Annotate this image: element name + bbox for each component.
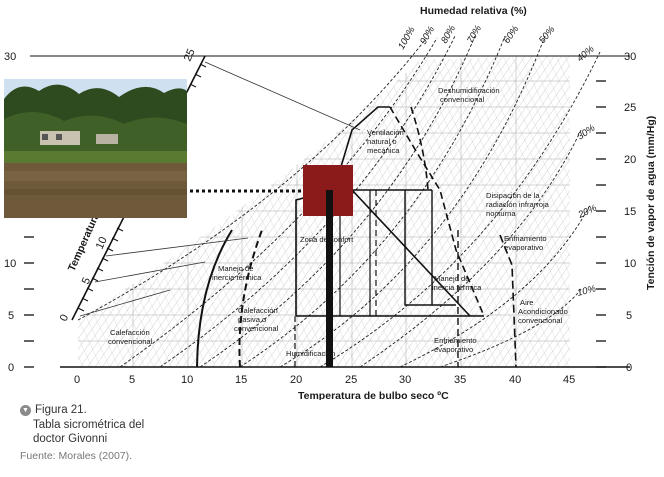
rh-axis-title: Humedad relativa (%) (420, 5, 527, 17)
y-right-tick: 0 (626, 362, 632, 374)
x-tick: 35 (454, 374, 466, 386)
zone-calef-pasiva: Calefacción (238, 306, 278, 315)
wetbulb-tick: 25 (182, 47, 198, 63)
rh-label: 30% (575, 122, 597, 142)
rh-label: 60% (501, 23, 521, 45)
y-right-ticks: 0 5 10 15 20 25 30 (624, 51, 636, 374)
x-tick: 45 (563, 374, 575, 386)
y-right-tick: 25 (624, 102, 636, 114)
axes (30, 55, 630, 368)
psychrometric-chart: Humedad relativa (%) Temperatura de bulb… (4, 5, 657, 400)
x-tick: 25 (345, 374, 357, 386)
humidification-bar (326, 190, 333, 367)
y-left-tick: 5 (8, 310, 14, 322)
zone-aire: convencional (518, 316, 563, 325)
y-right-tick: 10 (624, 258, 636, 270)
zone-calef-pasiva: pasiva o (238, 315, 266, 324)
zone-calef-conv: convencional (108, 337, 153, 346)
y-left-tick: 0 (8, 362, 14, 374)
y-left-tick: 30 (4, 51, 16, 63)
wetbulb-tick: 10 (94, 235, 110, 251)
rh-label: 10% (576, 283, 598, 299)
figure-description-line: doctor Givonni (33, 433, 108, 445)
y-axis-right-title: Tención de vapor de agua (mm/Hg) (645, 116, 657, 290)
zone-boundaries (196, 106, 517, 368)
rh-label: 100% (396, 24, 418, 51)
zone-humidificacion: Humidificación (286, 349, 335, 358)
y-right-tick: 15 (624, 206, 636, 218)
figure-caption: ▼ Figura 21. Tabla sicrométrica del doct… (20, 404, 220, 462)
rh-label: 70% (465, 23, 484, 45)
zone-manejo-left: Manejo de (218, 264, 253, 273)
rh-label: 40% (575, 43, 597, 64)
y-right-tick: 30 (624, 51, 636, 63)
x-tick: 20 (290, 374, 302, 386)
zone-manejo-right: inercia térmica (432, 283, 482, 292)
zone-ventilacion: mecánica (367, 146, 400, 155)
zone-deshumidificacion: Deshumidificación (438, 86, 500, 95)
x-tick: 15 (235, 374, 247, 386)
x-tick: 5 (129, 374, 135, 386)
rh-label: 50% (537, 24, 558, 46)
figure-description-line: Tabla sicrométrica del (33, 419, 145, 431)
zone-deshumidificacion: convencional (440, 95, 485, 104)
zone-aire: Acondicionado (518, 307, 568, 316)
wetbulb-tick: 0 (58, 313, 71, 323)
figure-bullet-icon: ▼ (20, 404, 31, 416)
zone-disipacion: Disipación de la (486, 191, 540, 200)
y-left-tick: 10 (4, 258, 16, 270)
x-axis-title: Temperatura de bulbo seco ºC (298, 390, 449, 400)
y-right-tick: 20 (624, 154, 636, 166)
zone-manejo-right: Manejo de (434, 274, 469, 283)
figure-description: Tabla sicrométrica del doctor Givonni (33, 418, 220, 446)
wetbulb-ticks: 0 5 10 25 (58, 47, 198, 323)
figure-number: ▼ Figura 21. (20, 404, 220, 416)
landscape-photo (4, 79, 187, 218)
x-tick: 0 (74, 374, 80, 386)
zone-aire: Aire (520, 298, 534, 307)
landscape-photo-icon (4, 79, 187, 218)
wetbulb-tick: 5 (80, 276, 93, 286)
zone-disipacion: radiación infrarroja (486, 200, 550, 209)
zone-confort: Zona de confort (300, 235, 354, 244)
zone-calef-conv: Calefacción (110, 328, 150, 337)
y-right-tick: 5 (626, 310, 632, 322)
zone-enfriamiento: evaporativo (504, 243, 543, 252)
rh-label: 90% (418, 24, 437, 46)
zone-enfriamiento-bottom: Enfriamiento (434, 336, 477, 345)
x-ticks: 0 5 10 15 20 25 30 35 40 45 (74, 374, 575, 386)
zone-ventilacion: Ventilación (367, 128, 404, 137)
zone-calef-pasiva: convencional (234, 324, 279, 333)
zone-enfriamiento-bottom: evaporativo (434, 345, 473, 354)
rh-label: 20% (576, 202, 599, 221)
right-axis-ticks (596, 80, 606, 368)
figure-label: Figura 21. (35, 404, 87, 416)
zone-ventilacion: natural o (367, 137, 397, 146)
x-tick: 10 (181, 374, 193, 386)
zone-labels: Deshumidificación convencional Ventilaci… (108, 86, 568, 358)
zone-enfriamiento: Enfriamiento (504, 234, 547, 243)
zone-disipacion: nocturna (486, 209, 516, 218)
rh-label: 80% (439, 23, 458, 45)
x-tick: 30 (399, 374, 411, 386)
figure-source: Fuente: Morales (2007). (20, 450, 133, 462)
x-tick: 40 (509, 374, 521, 386)
zone-manejo-left: inercia térmica (212, 273, 262, 282)
